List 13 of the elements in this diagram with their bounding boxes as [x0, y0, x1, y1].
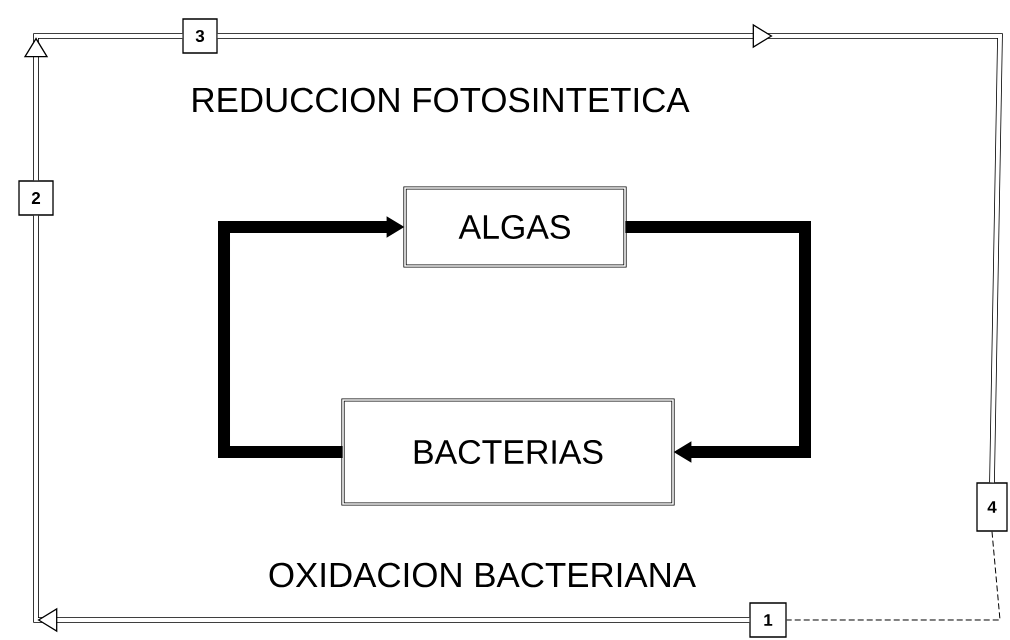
number-box: 4	[976, 482, 1008, 532]
number-box: 3	[182, 18, 218, 54]
hollow-arrow	[217, 23, 1003, 483]
process-box: ALGAS	[403, 186, 627, 268]
hollow-arrow	[23, 33, 183, 181]
dashed-line	[786, 531, 1001, 621]
number-box: 1	[749, 602, 787, 638]
section-heading: REDUCCION FOTOSINTETICA	[193, 87, 690, 113]
process-box: BACTERIAS	[341, 398, 675, 506]
number-box: 2	[18, 180, 54, 216]
thick-arrow	[625, 221, 811, 463]
section-heading: OXIDACION BACTERIANA	[269, 562, 696, 588]
hollow-arrow	[33, 215, 750, 633]
